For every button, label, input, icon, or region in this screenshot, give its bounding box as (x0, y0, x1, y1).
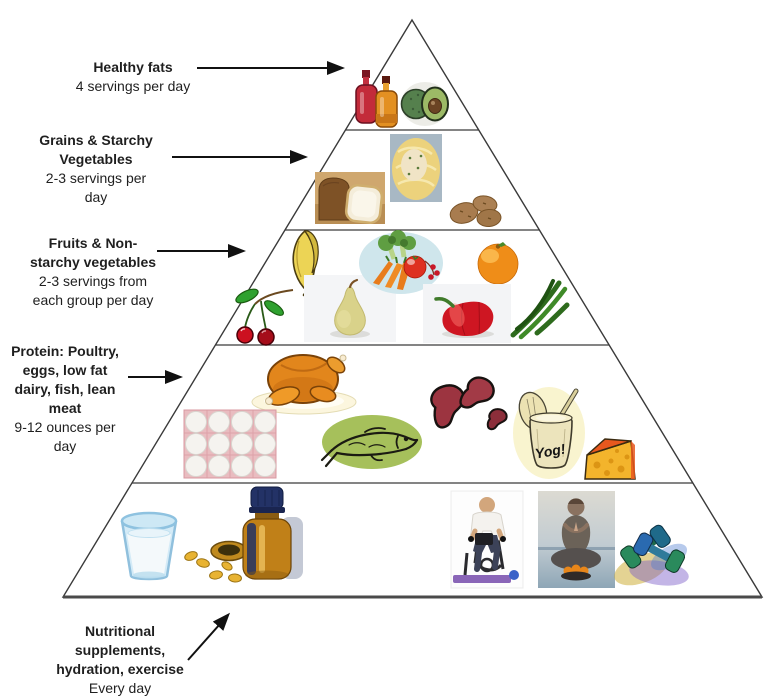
red-pepper-icon (423, 284, 511, 343)
rice-dish-icon (390, 134, 442, 202)
label-subtitle-line: 9-12 ounces per (14, 419, 116, 435)
label-title-line: Vegetables (59, 151, 133, 167)
label-supplements: Nutritional supplements, hydration, exer… (20, 622, 220, 698)
label-grains: Grains & Starchy Vegetables 2-3 servings… (0, 131, 196, 207)
label-title-line: eggs, low fat (22, 362, 108, 378)
label-title-line: Nutritional (85, 623, 155, 639)
supplement-bottle-icon (242, 486, 303, 580)
label-subtitle-line: Every day (88, 680, 152, 696)
vegetable-plate-icon (359, 230, 443, 294)
label-title-line: supplements, (74, 642, 166, 658)
yoga-icon (538, 491, 615, 588)
oil-bottles-icon (355, 70, 398, 128)
arrow-supplements (187, 612, 230, 661)
roast-turkey-icon (251, 354, 357, 415)
label-subtitle-line: 4 servings per day (75, 78, 191, 94)
egg-carton-icon (183, 409, 277, 479)
water-glass-icon (120, 511, 178, 581)
label-subtitle-line: each group per day (32, 292, 154, 308)
label-title-line: Grains & Starchy (39, 132, 153, 148)
potatoes-icon (449, 195, 502, 228)
label-title-line: dairy, fish, lean (14, 381, 116, 397)
label-title-line: starchy vegetables (29, 254, 157, 270)
label-title-line: meat (48, 400, 82, 416)
label-title-line: hydration, exercise (56, 661, 184, 677)
label-healthy-fats: Healthy fats 4 servings per day (33, 58, 233, 96)
label-subtitle-line: day (53, 438, 77, 454)
kidney-beans-icon (430, 376, 508, 431)
yogurt-cup-icon: Yog! (513, 387, 585, 479)
label-subtitle-line: day (84, 189, 108, 205)
label-protein: Protein: Poultry, eggs, low fat dairy, f… (0, 342, 165, 456)
yogurt-label-text: Yog! (534, 440, 567, 461)
label-subtitle-line: 2-3 servings per (45, 170, 147, 186)
cheese-wedge-icon (584, 438, 636, 480)
orange-icon (477, 242, 519, 285)
label-title-line: Healthy fats (93, 59, 173, 75)
cherries-icon (235, 288, 294, 346)
label-title-line: Protein: Poultry, (11, 343, 119, 359)
green-beans-icon (510, 279, 570, 340)
bread-icon (315, 172, 385, 224)
fish-icon (320, 415, 422, 469)
exercise-bike-icon (450, 490, 524, 589)
label-title-line: Fruits & Non- (48, 235, 138, 251)
supplement-pills-icon (184, 540, 248, 583)
dumbbells-icon (614, 524, 689, 586)
label-fruits-veg: Fruits & Non- starchy vegetables 2-3 ser… (0, 234, 193, 310)
label-subtitle-line: 2-3 servings from (38, 273, 148, 289)
avocado-icon (400, 82, 449, 126)
